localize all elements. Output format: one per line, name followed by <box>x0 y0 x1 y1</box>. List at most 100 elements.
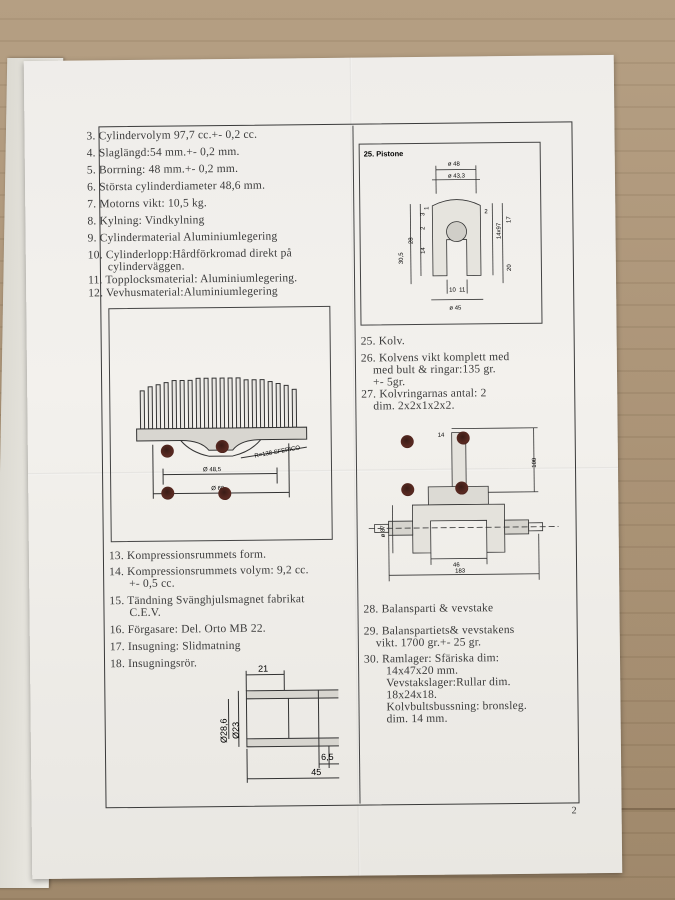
list-item: 6. Största cylinderdiameter 48,6 mm. <box>87 179 296 198</box>
page-number: 2 <box>571 805 577 817</box>
dim-d433: ø 43,3 <box>448 173 466 179</box>
dim-note: 14x97 <box>496 222 502 239</box>
punch-hole <box>401 483 415 497</box>
spec-list-bottom: 13. Kompressionsrummets form. 14. Kompre… <box>109 548 310 672</box>
list-item: 3. Cylindervolym 97,7 cc.+- 0,2 cc. <box>86 128 295 147</box>
dim-d485: Ø 48,5 <box>203 467 222 473</box>
dim-r10: 10 <box>449 288 456 294</box>
spec-list-right-bottom: 28. Balansparti & vevstake 29. Balanspar… <box>363 602 527 726</box>
list-item-continuation: +- 0,5 cc. <box>129 577 175 591</box>
item-number: 17. <box>109 641 125 654</box>
list-item: 16. Förgasare: Del. Orto MB 22. <box>110 622 310 641</box>
list-item: 7. Motorns vikt: 10,5 kg. <box>87 196 296 215</box>
spec-list-top: 3. Cylindervolym 97,7 cc.+- 0,2 cc. 4. S… <box>86 128 297 300</box>
item-number: 5. <box>86 164 96 177</box>
list-item-continuation: dim. 14 mm. <box>386 712 448 726</box>
punch-hole <box>218 486 232 501</box>
dim-h305: 30,5 <box>399 252 405 264</box>
list-item: 8. Kylning: Vindkylning <box>87 213 296 232</box>
item-number: 29. <box>363 625 379 638</box>
dim-d23: Ø23 <box>231 722 241 739</box>
dim-d14: 14 <box>438 433 445 439</box>
list-item: 25. Kolv. <box>361 334 510 353</box>
punch-hole <box>400 435 414 449</box>
dim-w21: 21 <box>258 664 268 674</box>
item-number: 18. <box>109 658 126 671</box>
piston-box-title: 25. Pistone <box>364 149 404 158</box>
list-item: 5. Borrning: 48 mm.+- 0,2 mm. <box>87 162 296 181</box>
item-number: 13. <box>108 550 124 563</box>
dim-w46: 46 <box>453 563 460 569</box>
item-text: Insugning: Slidmatning <box>127 639 241 654</box>
dim-w65: 6,5 <box>321 752 334 762</box>
item-text: Balansparti & vevstake <box>381 602 494 616</box>
item-number: 4. <box>86 147 96 160</box>
dim-h14: 14 <box>421 247 427 254</box>
document-page: 3. Cylindervolym 97,7 cc.+- 0,2 cc. 4. S… <box>23 54 623 880</box>
dim-h1: 1 <box>424 206 430 210</box>
dim-radius: R=138 SFERICO <box>254 445 301 459</box>
list-item: 9. Cylindermaterial Aluminiumlegering <box>88 230 297 249</box>
item-number: 7. <box>87 198 97 211</box>
dim-h100: 100 <box>532 457 538 468</box>
item-text: Slaglängd:54 mm.+- 0,2 mm. <box>98 145 240 160</box>
dim-w45: 45 <box>311 767 321 777</box>
piston-drawing: 25. Pistone ø 48 ø 43,3 28 30,5 14 2 3 1… <box>364 149 513 312</box>
item-number: 16. <box>109 624 125 637</box>
dim-d286: Ø28,6 <box>219 718 229 743</box>
dim-h17: 17 <box>506 216 512 223</box>
item-number: 25. <box>360 335 376 348</box>
item-text: Kompressionsrummets form. <box>126 548 267 563</box>
item-number: 30. <box>363 653 380 666</box>
item-text: Topplocksmaterial: Aluminiumlegering. <box>105 272 298 287</box>
cylinder-head-drawing: Ø 48,5 Ø 60 R=138 SFERICO <box>136 377 308 499</box>
list-item: 4. Slaglängd:54 mm.+- 0,2 mm. <box>87 145 296 164</box>
item-number: 12. <box>88 287 104 300</box>
list-item-continuation: C.E.V. <box>129 606 161 620</box>
item-number: 10. <box>87 249 103 262</box>
item-text: Cylindervolym 97,7 cc.+- 0,2 cc. <box>98 128 258 143</box>
piston-drawing-box: 25. Pistone ø 48 ø 43,3 28 30,5 14 2 3 1… <box>358 141 543 326</box>
dim-w183: 183 <box>455 569 466 575</box>
item-number: 3. <box>86 130 96 143</box>
item-text: Kylning: Vindkylning <box>99 214 205 228</box>
list-item-continuation: dim. 2x2x1x2x2. <box>373 399 455 413</box>
punch-hole <box>455 481 469 495</box>
item-text: Motorns vikt: 10,5 kg. <box>99 197 207 211</box>
item-number: 8. <box>87 215 97 228</box>
item-number: 26. <box>360 352 376 365</box>
dim-h20: 20 <box>507 264 513 271</box>
list-item-continuation: vikt. 1700 gr.+- 25 gr. <box>375 636 482 650</box>
item-text: Kolvringarnas antal: 2 <box>379 387 487 401</box>
item-number: 27. <box>361 388 377 401</box>
item-text: Borrning: 48 mm.+- 0,2 mm. <box>98 162 239 177</box>
item-text: Vevhusmaterial:Aluminiumlegering <box>105 285 278 300</box>
list-item: 17. Insugning: Slidmatning <box>110 639 310 658</box>
intake-pipe-drawing: 21 Ø28,6 Ø23 6,5 45 <box>219 664 340 783</box>
dim-d60: Ø 60 <box>211 486 225 492</box>
item-number: 6. <box>86 181 97 194</box>
list-item: 14. Kompressionsrummets volym: 9,2 cc. <box>109 564 309 578</box>
item-text: Förgasare: Del. Orto MB 22. <box>127 622 266 637</box>
item-text: Ramlager: Sfäriska dim: <box>382 652 500 666</box>
item-number: 11. <box>87 274 103 287</box>
item-number: 14. <box>109 566 125 579</box>
dim-d48: ø 48 <box>448 162 461 168</box>
item-text: Balanspartiets& vevstakens <box>381 624 515 638</box>
list-item-continuation: Vevstakslager:Rullar dim. <box>386 676 511 690</box>
item-text: Cylindermaterial Aluminiumlegering <box>99 230 278 245</box>
dim-r11: 11 <box>459 287 466 293</box>
dim-h3: 3 <box>420 212 426 216</box>
item-text: Insugningsrör. <box>128 657 198 671</box>
item-text: Kolv. <box>378 335 405 348</box>
cooling-fins <box>139 377 298 430</box>
list-item-continuation: Kolvbultsbussning: bronsleg. <box>386 699 527 714</box>
crankshaft-drawing: 100 46 183 ø 87 14 <box>368 427 559 582</box>
cylinder-head-drawing-box: Ø 48,5 Ø 60 R=138 SFERICO <box>108 305 333 543</box>
item-number: 9. <box>87 232 97 245</box>
punch-hole <box>160 444 174 458</box>
item-number: 15. <box>109 595 125 608</box>
dim-h2: 2 <box>420 226 426 230</box>
list-item: 12. Vevhusmaterial:Aluminiumlegering <box>88 285 297 300</box>
item-text: Största cylinderdiameter 48,6 mm. <box>99 179 266 194</box>
